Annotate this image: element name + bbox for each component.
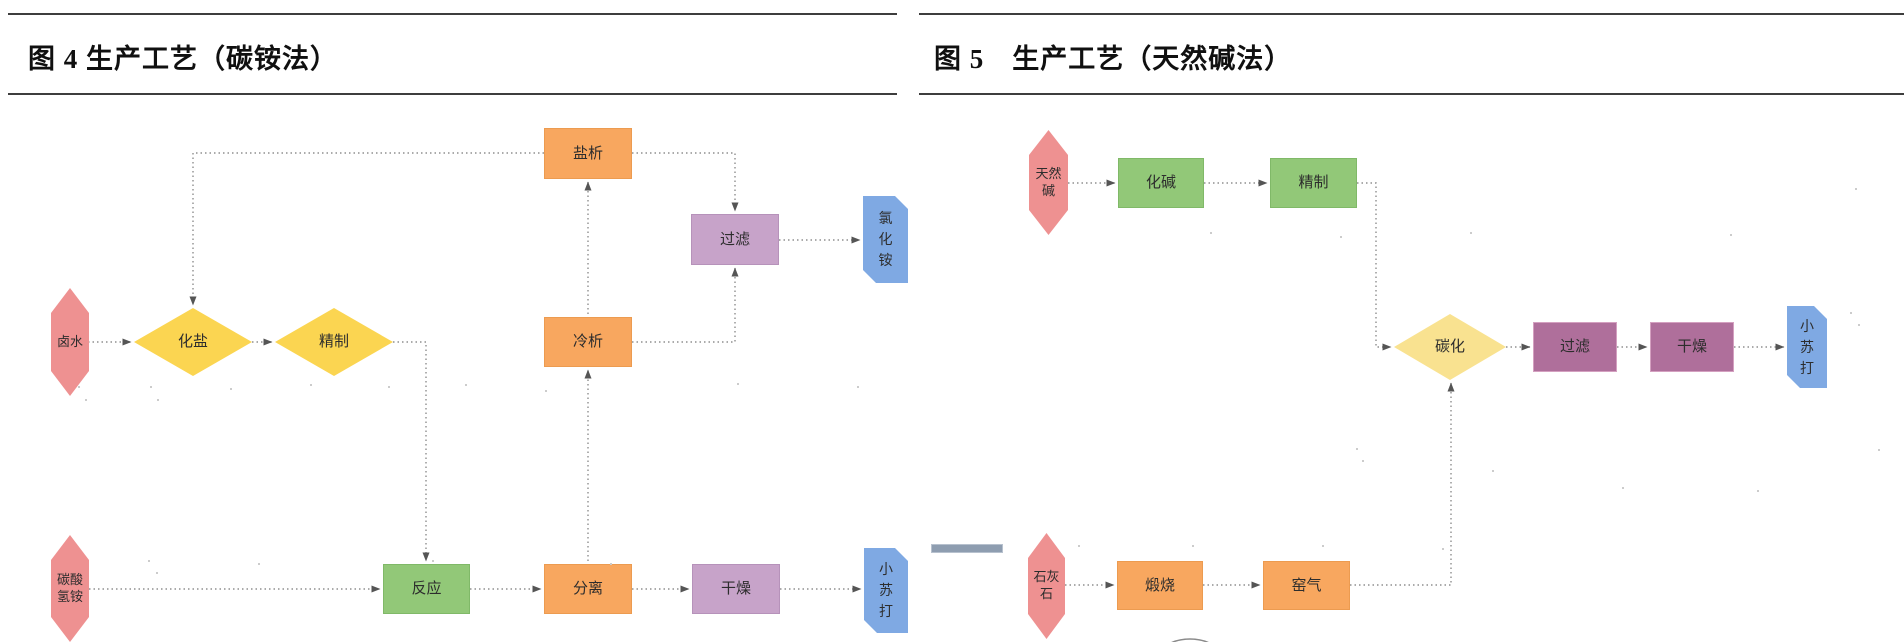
flow-node-salting-out: 盐析: [544, 128, 632, 179]
watermark-speck: [1878, 449, 1880, 451]
watermark-speck: [1757, 490, 1759, 492]
watermark-speck: [1858, 324, 1860, 326]
figure4-bottom-rule: [8, 93, 897, 95]
flow-node-calcination: 煅烧: [1117, 561, 1203, 610]
watermark-speck: [1078, 545, 1080, 547]
figure4-caption: 图 4 生产工艺（碳铵法）: [28, 44, 338, 74]
watermark-speck: [157, 399, 159, 401]
watermark-speck: [1492, 470, 1494, 472]
flow-node-filtration-left: 过滤: [691, 214, 779, 265]
flow-node-separation: 分离: [544, 564, 632, 614]
watermark-speck: [1855, 188, 1857, 190]
watermark-speck: [1622, 487, 1624, 489]
watermark-speck: [150, 386, 152, 388]
watermark-speck: [1322, 545, 1324, 547]
flow-node-ammonium-bicarbonate: 碳酸 氢铵: [51, 535, 89, 642]
figure5-bottom-rule: [919, 93, 1904, 95]
flow-node-drying-left: 干燥: [692, 564, 780, 614]
flow-edge-cold-precipitation-to-filtration: [632, 267, 739, 343]
watermark-speck: [258, 563, 260, 565]
flow-edge-salting-out-to-salt-dissolving: [189, 152, 544, 306]
flow-node-cold-precipitation: 冷析: [544, 317, 632, 367]
figure5-top-rule: [919, 13, 1904, 15]
watermark-speck: [156, 572, 158, 574]
watermark-speck: [737, 383, 739, 385]
watermark-speck: [1362, 460, 1364, 462]
watermark-speck: [610, 563, 612, 565]
watermark-speck: [148, 560, 150, 562]
flow-edge-refining-to-carbonation: [1357, 182, 1392, 351]
watermark-speck: [857, 386, 859, 388]
flow-node-refining-right: 精制: [1270, 158, 1357, 208]
flow-node-natural-soda: 天然 碱: [1029, 130, 1068, 235]
flow-node-baking-soda-right: 小 苏 打: [1787, 306, 1827, 388]
divider-bar-artifact: [931, 544, 1003, 553]
watermark-speck: [1470, 232, 1472, 234]
flow-node-ammonium-chloride: 氯 化 铵: [863, 196, 908, 283]
figure4-top-rule: [8, 13, 897, 15]
flow-node-kiln-gas: 窑气: [1263, 561, 1350, 610]
flow-node-reaction: 反应: [383, 564, 470, 614]
watermark-speck: [1442, 548, 1444, 550]
watermark-speck: [388, 386, 390, 388]
flow-node-alkali-dissolving: 化碱: [1118, 158, 1204, 208]
flow-node-drying-right: 干燥: [1650, 322, 1734, 372]
watermark-speck: [1340, 236, 1342, 238]
watermark-speck: [1730, 234, 1732, 236]
watermark-speck: [545, 390, 547, 392]
figure5-caption: 图 5 生产工艺（天然碱法）: [934, 44, 1293, 74]
flow-edge-kiln-gas-to-carbonation: [1350, 382, 1455, 586]
flow-node-brine: 卤水: [51, 288, 89, 396]
watermark-speck: [1850, 312, 1852, 314]
flow-node-limestone: 石灰 石: [1028, 533, 1065, 639]
watermark-speck: [85, 399, 87, 401]
flow-node-filtration-right: 过滤: [1533, 322, 1617, 372]
flow-edge-refining-to-reaction: [393, 341, 430, 562]
watermark-speck: [1356, 448, 1358, 450]
watermark-speck: [432, 560, 434, 562]
watermark-speck: [230, 388, 232, 390]
flow-edge-salting-out-to-filtration: [632, 152, 739, 212]
watermark-speck: [78, 386, 80, 388]
flow-node-baking-soda-left: 小 苏 打: [864, 548, 908, 633]
watermark-speck: [1210, 232, 1212, 234]
watermark-speck: [310, 384, 312, 386]
page-edge-ellipse-artifact: [1171, 638, 1209, 642]
watermark-speck: [465, 384, 467, 386]
watermark-speck: [1192, 545, 1194, 547]
